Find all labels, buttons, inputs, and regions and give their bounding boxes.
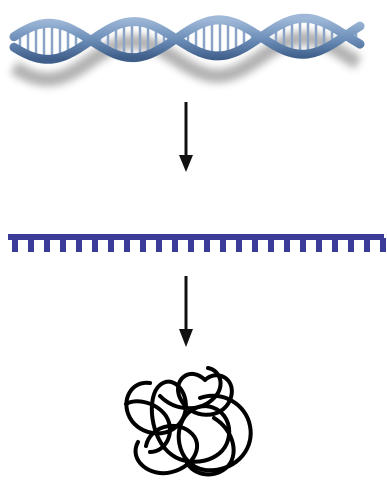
comb-tooth bbox=[92, 238, 98, 252]
comb-tooth bbox=[76, 238, 82, 252]
comb-tooth bbox=[188, 238, 194, 252]
comb-tooth bbox=[380, 238, 386, 252]
tangled-coil-icon bbox=[126, 368, 251, 474]
comb-tooth bbox=[364, 238, 370, 252]
dna-double-helix-icon bbox=[14, 18, 360, 79]
comb-tooth bbox=[156, 238, 162, 252]
comb-tooth bbox=[220, 238, 226, 252]
comb-tooth bbox=[172, 238, 178, 252]
comb-tooth bbox=[60, 238, 66, 252]
single-strand-comb-icon bbox=[8, 234, 386, 252]
comb-tooth bbox=[284, 238, 290, 252]
comb-tooth bbox=[204, 238, 210, 252]
comb-tooth bbox=[12, 238, 18, 252]
comb-tooth bbox=[28, 238, 34, 252]
comb-tooth bbox=[108, 238, 114, 252]
comb-tooth bbox=[300, 238, 306, 252]
comb-tooth bbox=[140, 238, 146, 252]
comb-tooth bbox=[252, 238, 258, 252]
comb-tooth bbox=[332, 238, 338, 252]
comb-tooth bbox=[124, 238, 130, 252]
down-arrow-icon bbox=[179, 102, 193, 172]
down-arrow-icon bbox=[179, 276, 193, 347]
comb-tooth bbox=[348, 238, 354, 252]
comb-tooth bbox=[236, 238, 242, 252]
comb-tooth bbox=[268, 238, 274, 252]
comb-tooth bbox=[44, 238, 50, 252]
comb-tooth bbox=[316, 238, 322, 252]
